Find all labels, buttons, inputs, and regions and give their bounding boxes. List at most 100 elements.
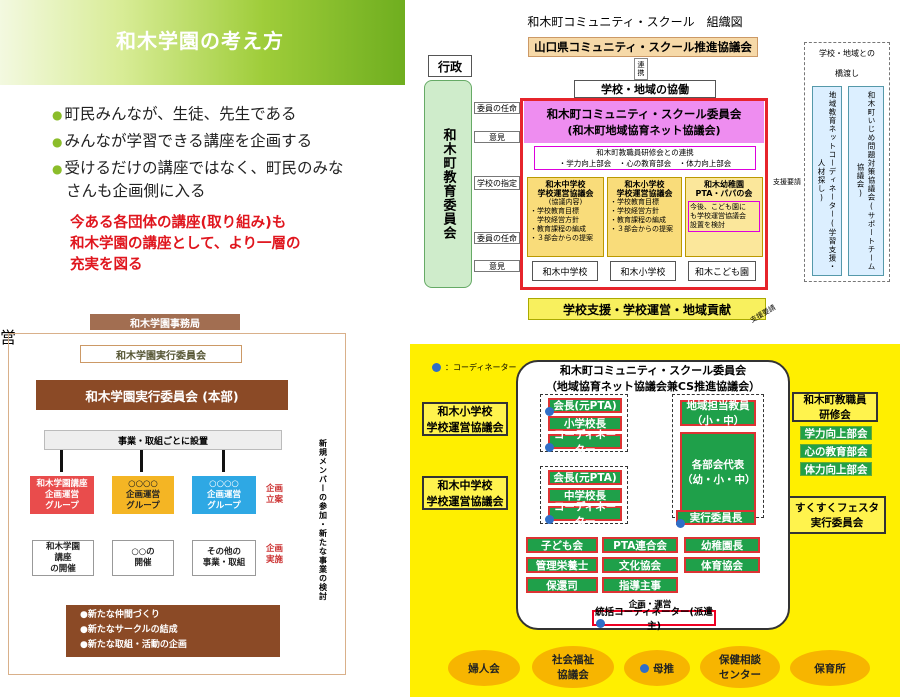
jh-members-frame	[540, 466, 628, 524]
panel3-frame	[8, 333, 346, 675]
group-1: 和木学園講座 企画運営 グループ	[30, 476, 94, 514]
el-member-3: コーディネーター	[548, 429, 622, 456]
coordinator-dot-icon	[596, 613, 609, 632]
el-item: ・学校教育目標	[610, 198, 659, 206]
legend: ：コーディネーター	[432, 362, 516, 373]
arrow-down-1	[60, 450, 63, 472]
legend-text: ：コーディネーター	[445, 363, 517, 372]
school-el: 和木小学校	[610, 261, 676, 281]
bullet-dot-icon: ●	[52, 162, 63, 176]
panel1-title: 和木学園の考え方	[116, 28, 284, 53]
outcome-1: 和木学園 講座 の開催	[32, 540, 94, 576]
red-statement: 今ある各団体の講座(取り組み)も 和木学園の講座として、より一層の 充実を図る	[70, 213, 400, 276]
coordinator-dot-icon	[676, 513, 689, 532]
committee-sub: (和木町地域協育ネット協議会)	[567, 124, 721, 137]
side-note-text: 新規メンバーの参加・新たな事業の検討	[318, 439, 328, 601]
board-of-education: 和木町教育委員会	[424, 80, 472, 288]
coordinator-dot-icon	[545, 437, 558, 456]
parents-rep: 各部会代表 （幼・小・中）	[680, 432, 756, 512]
shien-yosei-label: 支援要請	[773, 178, 801, 186]
bullet-3: ●受けるだけの講座ではなく、町民のみな	[52, 158, 344, 179]
bottom-bar: 学校支援・学校運営・地域貢献	[528, 298, 766, 320]
org-chart-title: 和木町コミュニティ・スクール 組織図	[527, 14, 743, 29]
result-item: ●新たな仲間づくり	[80, 610, 160, 620]
coordinator-dot-icon	[640, 663, 649, 673]
bullet-text: 受けるだけの講座ではなく、町民のみな	[64, 159, 344, 177]
kikaku-label: 企画・運営	[628, 600, 672, 610]
bridge-text-2: 橋渡し	[835, 68, 859, 78]
side-note: 新規メンバーの参加・新たな事業の検討	[310, 410, 336, 630]
jh-member-3: コーディネーター	[548, 501, 622, 528]
jikkou-chair: 実行委員長	[676, 510, 756, 525]
oval-welfare: 社会福祉 協議会	[532, 646, 614, 688]
study-item-3: 体力向上部会	[800, 462, 872, 476]
grid-sports: 体育協会	[684, 557, 760, 573]
oval-fujinkai: 婦人会	[448, 650, 520, 686]
jh-member-2: 中学校長	[548, 488, 622, 503]
jh-item: ・学校教育目標	[530, 207, 579, 215]
total-coordinator: 統括コーディネーター(派遣主)	[592, 607, 716, 632]
jh-council-title: 和木中学校 学校運営協議会	[537, 180, 594, 198]
grid-kodomokai: 子ども会	[526, 537, 598, 553]
el-council: 和木小学校 学校運営協議会	[422, 402, 508, 436]
bullet-dot-icon: ●	[52, 108, 63, 122]
grid-hogoshi: 保還司	[526, 577, 598, 593]
arrow-down-3	[222, 450, 225, 472]
jh-council: 和木中学校 学校運営協議会	[422, 476, 508, 510]
el-council-box: 和木小学校 学校運営協議会 ・学校教育目標 ・学校経営方針 ・教育課程の編成 ・…	[607, 177, 682, 257]
bullying-text: 和木町いじめ問題対策協議会(サポートチーム協議会)	[856, 91, 876, 271]
bullying-column: 和木町いじめ問題対策協議会(サポートチーム協議会)	[848, 86, 884, 276]
jh-member-1: 会長(元PTA)	[548, 470, 622, 485]
dot	[545, 443, 554, 452]
school-kg: 和木こども園	[688, 261, 756, 281]
kg-item: 今後、こども園に	[690, 203, 746, 211]
jh-item: ・３部会からの提案	[530, 234, 593, 242]
kg-note: 今後、こども園に も学校運営協議会 設置を検討	[688, 201, 760, 232]
el-council-title: 和木小学校 学校運営協議会	[616, 180, 673, 198]
jh-council-box: 和木中学校 学校運営協議会 (協議内容) ・学校教育目標 学校経営方針 ・教育課…	[527, 177, 604, 257]
school-jh: 和木中学校	[532, 261, 598, 281]
grid-kg-head: 幼稚園長	[684, 537, 760, 553]
dot	[545, 407, 554, 416]
local-teacher: 地域担当教員 （小・中）	[680, 400, 756, 427]
kg-box: 和木幼稚園 PTA・パパの会 今後、こども園に も学校運営協議会 設置を検討	[685, 177, 763, 257]
oval-nursery: 保育所	[790, 650, 870, 686]
coordinator-dot-icon	[545, 401, 558, 420]
bullet-text: みんなが学習できる講座を企画する	[64, 132, 313, 150]
arrow-shitei: 学校の指定	[474, 176, 520, 190]
yamaguchi-council: 山口県コミュニティ・スクール推進協議会	[528, 37, 758, 57]
arrow-down-2	[140, 450, 143, 472]
results-box: ●新たな仲間づくり ●新たなサークルの結成 ●新たな取組・活動の企画	[66, 605, 280, 657]
el-item: ・教育課程の編成	[610, 216, 666, 224]
bullet-dot-icon: ●	[52, 135, 63, 149]
impl-label: 企画 実施	[266, 544, 284, 565]
bullet-1: ●町民みんなが、生徒、先生である	[52, 104, 297, 125]
outcome-3: その他の 事業・取組	[192, 540, 256, 576]
coordinator-dot-icon	[432, 363, 441, 372]
jh-council-sub: (協議内容)	[548, 198, 583, 206]
hq-box: 和木学園実行委員会 (本部)	[36, 380, 288, 410]
board-text: 和木町教育委員会	[440, 128, 456, 240]
arrow-iken-2: 意見	[474, 260, 520, 272]
oval-bosui: 母推	[624, 650, 690, 686]
el-item: ・学校経営方針	[610, 207, 659, 215]
exec-committee: 和木学園実行委員会	[80, 345, 242, 363]
el-members-frame	[540, 394, 628, 452]
arrow-iken-1: 意見	[474, 131, 520, 143]
renkei-line: 和木町教職員研修会との連携	[596, 148, 694, 157]
setsuchi-box: 事業・取組ごとに設置	[44, 430, 282, 450]
dot	[545, 515, 554, 524]
committee-title: 和木町コミュニティ・スクール委員会	[546, 107, 742, 121]
grid-nutrition: 管理栄養士	[526, 557, 598, 573]
oval-health: 保健相談 センター	[700, 646, 780, 688]
kg-title: 和木幼稚園 PTA・パパの会	[695, 180, 753, 198]
bullet-text: 町民みんなが、生徒、先生である	[64, 105, 297, 123]
kg-item: も学校運営協議会	[690, 212, 746, 220]
bridge-text-1: 学校・地域との	[819, 48, 875, 58]
coordinator-dot-icon	[545, 509, 558, 528]
committee-title-2: （地域協育ネット協議会兼CS推進協議会）	[545, 380, 761, 393]
coordinator-text: 地域教育ネットコーディネーター(学習支援・人材探し)	[817, 91, 837, 271]
el-member-2: 小学校長	[548, 416, 622, 431]
red-line: 和木学園の講座として、より一層の	[70, 236, 301, 252]
right-dashed-frame	[804, 42, 890, 282]
